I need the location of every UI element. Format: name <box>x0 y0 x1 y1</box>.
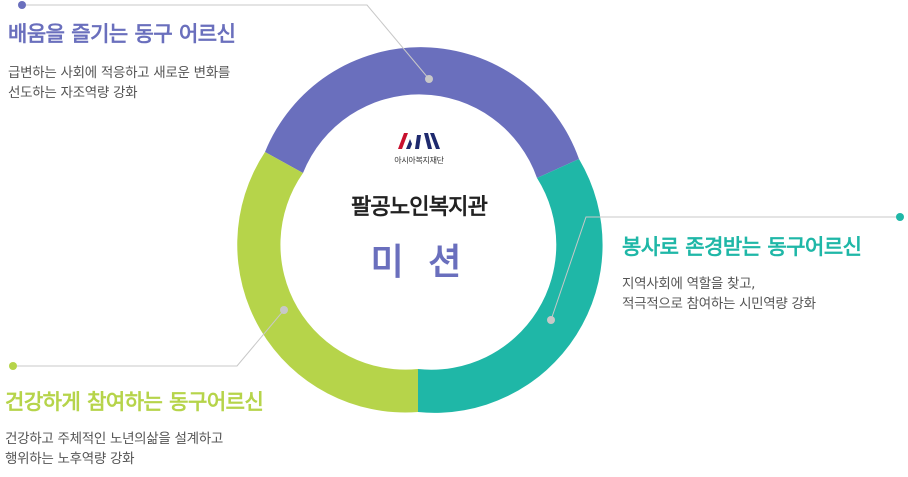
connector-line-health <box>13 309 285 367</box>
connector-dot-learning-start <box>18 1 26 9</box>
connector-dot-health-start <box>9 362 17 370</box>
goal-health-heading: 건강하게 참여하는 동구어르신 <box>5 390 264 414</box>
ring-segment-volunteer <box>418 159 603 413</box>
goal-health-line-2: 행위하는 노후역량 강화 <box>5 451 135 468</box>
goal-learning-description: 급변하는 사회에 적응하고 새로운 변화를 선도하는 자조역량 강화 <box>8 63 235 104</box>
asia-foundation-logo: 아시아복지재단 <box>394 130 444 166</box>
org-name: 팔공노인복지관 <box>350 195 488 220</box>
goal-learning-line-2: 선도하는 자조역량 강화 <box>8 85 138 102</box>
goal-volunteer-line-1: 지역사회에 역할을 찾고, <box>622 276 756 293</box>
goal-health-description: 건강하고 주체적인 노년의삶을 설계하고 행위하는 노후역량 강화 <box>5 429 263 470</box>
connector-dot-volunteer-end <box>547 316 555 324</box>
connector-dot-health-end <box>280 306 288 314</box>
goal-health: 건강하게 참여하는 동구어르신 건강하고 주체적인 노년의삶을 설계하고 행위하… <box>5 390 264 470</box>
goal-health-line-1: 건강하고 주체적인 노년의삶을 설계하고 <box>5 431 224 448</box>
goal-learning-line-1: 급변하는 사회에 적응하고 새로운 변화를 <box>8 65 231 82</box>
goal-volunteer-description: 지역사회에 역할을 찾고, 적극적으로 참여하는 시민역량 강화 <box>622 274 861 315</box>
connector-line-volunteer <box>550 216 900 321</box>
connector-line-learning <box>22 4 430 80</box>
goal-volunteer-heading: 봉사로 존경받는 동구어르신 <box>622 235 862 259</box>
goal-learning: 배움을 즐기는 동구 어르신 급변하는 사회에 적응하고 새로운 변화를 선도하… <box>8 22 236 104</box>
asia-logo-icon <box>397 133 440 149</box>
mission-label: 미 션 <box>370 242 468 283</box>
goal-learning-heading: 배움을 즐기는 동구 어르신 <box>8 22 236 46</box>
ring-segment-health <box>237 152 418 413</box>
goal-volunteer: 봉사로 존경받는 동구어르신 지역사회에 역할을 찾고, 적극적으로 참여하는 … <box>622 235 862 315</box>
connector-dot-volunteer-start <box>896 213 904 221</box>
goal-volunteer-line-2: 적극적으로 참여하는 시민역량 강화 <box>622 296 816 313</box>
logo-caption: 아시아복지재단 <box>394 156 444 165</box>
center-panel: 아시아복지재단 팔공노인복지관 미 션 <box>304 130 534 285</box>
ring-segment-learning <box>265 47 579 179</box>
connector-dot-learning-end <box>425 75 433 83</box>
